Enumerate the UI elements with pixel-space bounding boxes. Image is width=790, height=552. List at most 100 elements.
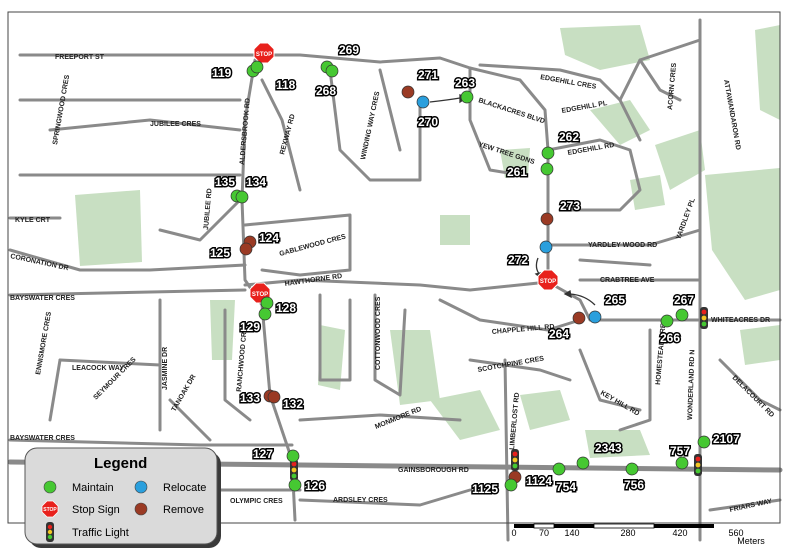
traffic-light-icon (290, 459, 298, 481)
traffic-lights (290, 307, 708, 481)
stop-label: 134 (246, 175, 266, 189)
bus-stop-265 (588, 310, 602, 324)
stop-label: 265 (605, 293, 625, 307)
arrow-272-stop (535, 257, 541, 276)
stop-label: 269 (339, 43, 359, 57)
arrow-270-263 (429, 97, 461, 103)
stop-label: 132 (283, 397, 303, 411)
legend-maintain: Maintain (72, 482, 114, 494)
bus-stop-2107 (697, 435, 711, 449)
street-label: CHAPPLE HILL RD (492, 324, 555, 336)
traffic-light-icon (694, 454, 702, 476)
bus-stop-128 (260, 296, 274, 310)
legend-relocate: Relocate (163, 482, 206, 494)
street-label: KYLE CRT (15, 217, 51, 224)
arrow-head (563, 289, 572, 299)
bus-stop-266 (660, 314, 674, 328)
traffic-light-icon (46, 522, 54, 542)
street-label: FRIARS WAY (729, 498, 773, 514)
street-label: SCOTCHPINE CRES (477, 355, 545, 374)
street-label: DELACOURT RD (731, 374, 776, 419)
street-label: YARDLEY WOOD RD (588, 242, 657, 249)
stop-label: 129 (240, 320, 260, 334)
stop-label: 135 (215, 175, 235, 189)
street-label: FREEPORT ST (55, 54, 105, 61)
svg-text:STOP: STOP (43, 507, 57, 513)
traffic-light-icon (511, 449, 519, 471)
bus-stop-132 (267, 390, 281, 404)
legend-stop-sign: Stop Sign (72, 504, 120, 516)
stop-label: 756 (624, 478, 644, 492)
relocate-icon (134, 480, 148, 494)
bus-stop-262 (541, 146, 555, 160)
stop-label: 2343 (595, 441, 622, 455)
street-label: JASMINE DR (162, 347, 169, 390)
stop-label: 133 (240, 391, 260, 405)
street-label: CRABTREE AVE (600, 277, 655, 284)
bus-stop-118 (250, 60, 264, 74)
scale-tick: 280 (620, 528, 635, 538)
street-label: JUBILEE RD (203, 188, 214, 230)
street-label: WHITEACRES DR (711, 317, 770, 324)
maintain-icon (43, 480, 57, 494)
street-label: ALDERSBROOK RD (239, 98, 252, 165)
bus-stop-267 (675, 308, 689, 322)
bus-stop-271 (401, 85, 415, 99)
svg-text:STOP: STOP (252, 292, 268, 298)
street-label: GAINSBOROUGH RD (398, 467, 469, 474)
street-label: KEY HILL RD (599, 390, 640, 418)
legend-traffic-light: Traffic Light (72, 527, 129, 539)
street-label: ATTAWANDARON RD (722, 79, 741, 150)
svg-text:STOP: STOP (540, 279, 556, 285)
scale-tick: 70 (539, 528, 549, 538)
bus-stop-264 (572, 311, 586, 325)
stop-label: 757 (670, 444, 690, 458)
stop-label: 270 (418, 115, 438, 129)
map-frame (7, 11, 781, 524)
stop-label: 266 (660, 331, 680, 345)
scale-bar: 0 70 140 280 420 560 Meters (511, 523, 765, 546)
arrow-265-stop (569, 293, 596, 306)
street-label: LIMBERLOST RD (509, 392, 521, 450)
stop-label: 754 (556, 480, 576, 494)
street-label: CORONATION DR (10, 253, 70, 272)
bus-stop-272 (539, 240, 553, 254)
bus-stop-273 (540, 212, 554, 226)
street-label: SPRINGWOOD CRES (52, 74, 71, 145)
street-label: TANOAK DR (171, 374, 198, 413)
stop-label: 268 (316, 84, 336, 98)
remove-icon (134, 502, 148, 516)
stop-label: 273 (560, 199, 580, 213)
stop-sign-icon: STOP (253, 42, 275, 64)
street-label: LEACOCK WAY (72, 365, 124, 372)
stop-label: 271 (418, 68, 438, 82)
traffic-light-icon (700, 307, 708, 329)
stop-sign-icon: STOP (537, 269, 559, 291)
stop-label: 2107 (713, 432, 740, 446)
street-label: WONDERLAND RD N (687, 349, 696, 420)
street-label: ACORN CRES (667, 62, 678, 110)
stop-signs: STOP STOP STOP (249, 42, 559, 304)
bus-stops (230, 60, 711, 492)
scale-tick: 0 (511, 528, 516, 538)
svg-text:STOP: STOP (256, 52, 272, 58)
legend-remove: Remove (163, 504, 204, 516)
bus-stop-126 (288, 478, 302, 492)
stop-label: 127 (253, 447, 273, 461)
bus-stop-757 (675, 456, 689, 470)
bus-stop-2343 (576, 456, 590, 470)
stop-label: 1125 (472, 482, 498, 496)
bus-stop-263 (460, 90, 474, 104)
stop-label: 261 (507, 165, 527, 179)
stop-label: 264 (549, 327, 569, 341)
stop-labels: 119 118 269 268 271 270 263 262 261 273 … (209, 42, 742, 498)
bus-stop-127 (286, 449, 300, 463)
bus-stop-754 (552, 462, 566, 476)
street-label: ENNISMORE CRES (35, 311, 53, 375)
bus-stop-261 (540, 162, 554, 176)
stop-label: 128 (276, 301, 296, 315)
stop-label: 263 (455, 76, 475, 90)
scale-tick: 140 (564, 528, 579, 538)
stop-label: 118 (276, 78, 296, 92)
